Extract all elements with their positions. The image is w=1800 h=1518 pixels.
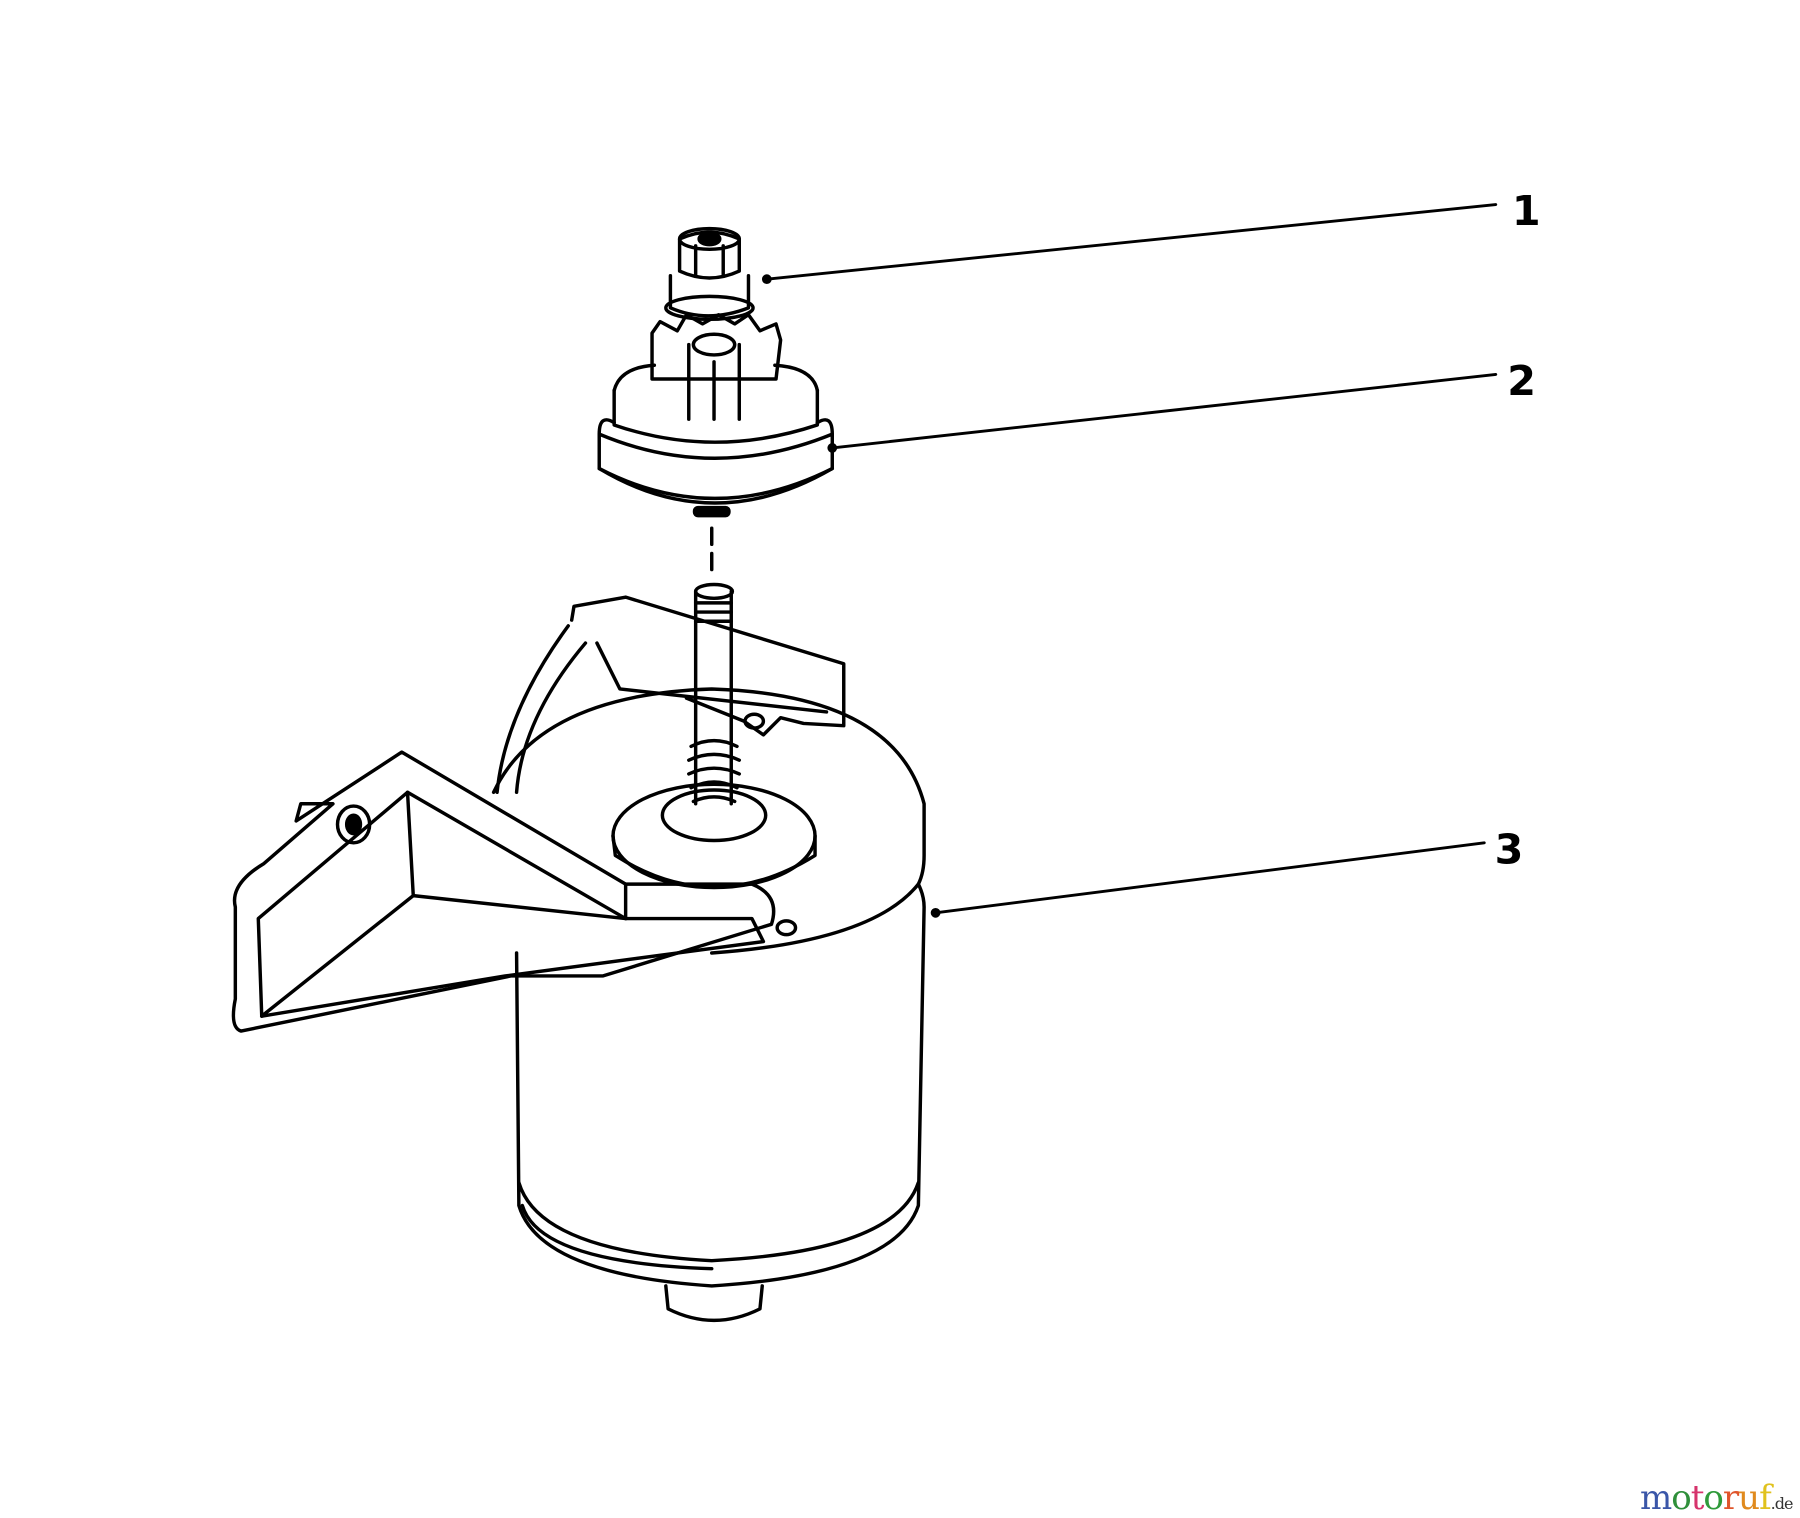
watermark-letter: t <box>1690 1478 1705 1518</box>
leader-dot-3 <box>930 907 941 918</box>
watermark-letter: u <box>1738 1478 1760 1518</box>
callout-1: 1 <box>1512 187 1541 235</box>
watermark-letter: m <box>1640 1478 1672 1518</box>
leader-lines <box>761 203 1498 918</box>
leader-dot-1 <box>761 274 772 285</box>
starter-motor-part <box>231 582 926 1323</box>
callout-3: 3 <box>1495 825 1524 873</box>
leader-line-2 <box>830 372 1498 450</box>
watermark-suffix: .de <box>1770 1494 1794 1513</box>
callout-2: 2 <box>1507 357 1536 405</box>
watermark-letter: r <box>1722 1478 1739 1518</box>
leader-line-3 <box>934 841 1486 915</box>
motoruf-watermark-logo: motoruf.de <box>1640 1478 1794 1518</box>
watermark-letter: o <box>1671 1478 1692 1518</box>
watermark-letter: o <box>1703 1478 1724 1518</box>
leader-line-1 <box>765 203 1498 281</box>
watermark-letter: f <box>1759 1478 1772 1518</box>
nut-part <box>664 226 755 322</box>
pinion-gear-part <box>597 313 834 576</box>
